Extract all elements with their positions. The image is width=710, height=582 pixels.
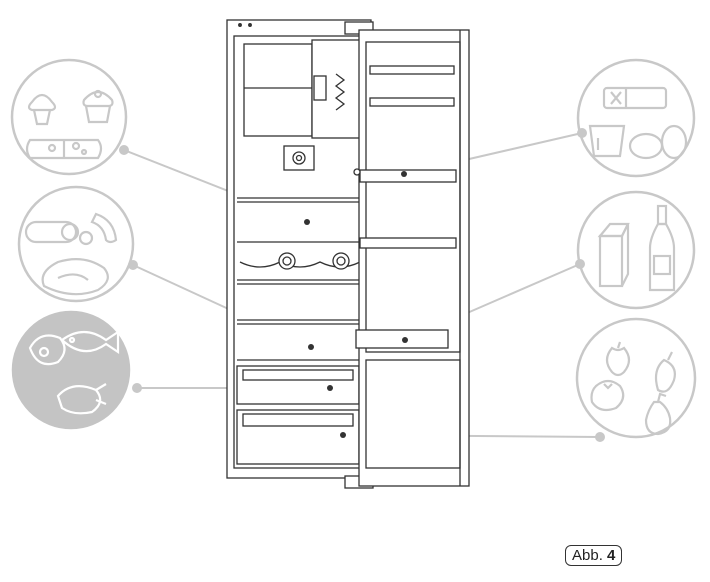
fridge-body <box>226 19 374 489</box>
door-shelf-1 <box>369 65 455 75</box>
door-liner <box>365 41 461 353</box>
sausage-ham-icons <box>24 212 118 296</box>
drawer-upper-handle <box>242 369 354 381</box>
anchor-dot <box>308 344 314 350</box>
circle-connector-dots <box>119 128 605 442</box>
bottle-end-inner <box>336 256 346 266</box>
door-shelf-3 <box>359 169 457 183</box>
anchor-dot <box>304 219 310 225</box>
muffin-icon <box>27 93 57 126</box>
circle-fish-meat <box>11 310 131 430</box>
milk-carton-icon <box>597 222 630 288</box>
sausage-icon <box>90 212 118 244</box>
bottle-icon <box>648 204 676 292</box>
door-lower-panel <box>365 359 461 469</box>
connector-dot <box>575 259 585 269</box>
circle-fruit-vegetables <box>575 317 697 439</box>
drinks-icons <box>597 204 676 292</box>
connector-dot <box>132 383 142 393</box>
salami-icon <box>24 220 80 244</box>
fruit-vegetables-icons <box>590 341 676 436</box>
circle-pastries-cheese <box>10 58 128 176</box>
circle-sausage-ham <box>17 185 135 303</box>
cheese-icon <box>25 138 103 160</box>
freezer-handle <box>313 75 327 101</box>
control-knob-center <box>295 154 303 162</box>
anchor-dot <box>401 171 407 177</box>
pepper-icon <box>654 351 676 393</box>
fish-icon <box>60 329 120 355</box>
indicator-dot <box>248 23 252 27</box>
fridge-door <box>353 29 470 487</box>
chicken-icon <box>56 383 107 415</box>
butter-icon <box>602 86 668 110</box>
anchor-dots <box>304 171 408 438</box>
door-latch <box>353 168 361 176</box>
steak-icon <box>28 334 66 366</box>
fish-meat-icons <box>28 329 120 415</box>
bottle-end-inner <box>282 256 292 266</box>
ham-icon <box>41 257 109 296</box>
connector-dot <box>128 260 138 270</box>
pear-icon <box>644 392 672 436</box>
door-shelf-5 <box>355 329 449 349</box>
pastries-cheese-icons <box>25 89 114 160</box>
figure-label: Abb. 4 <box>565 545 623 566</box>
door-shelf-4 <box>359 237 457 249</box>
figure-label-prefix: Abb. <box>572 547 603 564</box>
anchor-dot <box>340 432 346 438</box>
anchor-dot <box>402 337 408 343</box>
indicator-dot <box>238 23 242 27</box>
connector-dot <box>577 128 587 138</box>
connector-dot <box>119 145 129 155</box>
tomato-icon <box>590 379 625 412</box>
egg-icon <box>660 124 688 160</box>
dairy-eggs-icons <box>588 86 688 160</box>
door-shelf-2 <box>369 97 455 107</box>
anchor-dot <box>327 385 333 391</box>
circle-drinks <box>576 190 696 310</box>
sausage-slice-icon <box>78 230 94 246</box>
cupcake-icon <box>82 89 114 124</box>
apple-icon <box>605 341 631 377</box>
connector-dot <box>595 432 605 442</box>
cooling-element-icon <box>334 73 346 111</box>
yogurt-icon <box>588 124 626 158</box>
figure-label-number: 4 <box>607 547 616 564</box>
drawer-lower-handle <box>242 413 354 427</box>
